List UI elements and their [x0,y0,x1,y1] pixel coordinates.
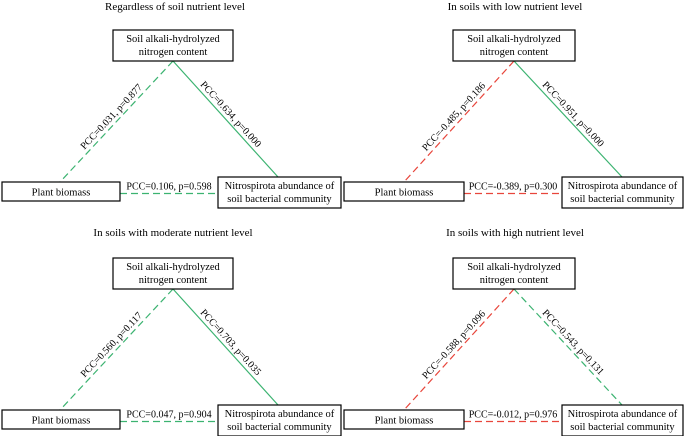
panel-3-soil-nitro-label: PCC=0.703, p=0.035 [198,307,263,378]
panel-2-nitro-node: Nitrospirota abundance of soil bacterial … [561,176,684,209]
panel-3-plant-node-text: Plant biomass [32,416,91,427]
panel-3-soil-node-text-1: Soil alkali-hydrolyzed [126,262,220,273]
panel-1-soil-plant-line [59,60,174,183]
panel-3-soil-node-text-2: nitrogen content [139,275,208,286]
panel-1-plant-nitro-label: PCC=0.106, p=0.598 [126,182,211,193]
panel-4-soil-plant-label: PCC=-0.588, p=0.096 [420,309,488,382]
panel-1-soil-plant-label: PCC=0.031, p=0.877 [79,82,145,152]
panel-2-nitro-node-text-1: Nitrospirota abundance of [568,181,678,192]
panel-3-soil-plant-label: PCC=0.560, p=0.117 [79,310,145,379]
panel-3-plant-nitro-label: PCC=0.047, p=0.904 [126,410,211,421]
panel-3-soil-node-box [112,257,234,290]
panel-2-soil-node-box [452,29,576,62]
panel-4-nitro-node-text-1: Nitrospirota abundance of [568,409,678,420]
panel-1-soil-node-box [112,29,234,62]
panel-2-plant-node-box [343,181,465,202]
panel-1-plant-node-text: Plant biomass [32,188,91,199]
panel-1-plant-node-box [1,181,121,202]
panel-4-plant-node: Plant biomass [343,409,465,430]
panel-4-soil-node: Soil alkali-hydrolyzed nitrogen content [452,257,576,290]
panel-4-title: In soils with high nutrient level [446,227,584,239]
panel-3-nitro-node-text-2: soil bacterial community [227,422,332,433]
panel-2-nitro-node-text-2: soil bacterial community [570,194,675,205]
panel-1-soil-node: Soil alkali-hydrolyzed nitrogen content [112,29,234,62]
panel-2-soil-plant-line [403,60,515,183]
panel-2-soil-plant-label: PCC=-0.485, p=0.186 [420,81,488,154]
panel-3-nitro-node-text-1: Nitrospirota abundance of [225,409,335,420]
panel-4-soil-nitro-line [513,288,623,406]
panel-1-soil-nitro-line [172,60,279,178]
panel-3-plant-node-box [1,409,121,430]
panel-2-soil-node-text-1: Soil alkali-hydrolyzed [467,34,561,45]
panel-3-soil-plant-line [59,288,174,411]
panel-3-title: In soils with moderate nutrient level [93,227,252,239]
panel-4-nitro-node-text-2: soil bacterial community [570,422,675,433]
panel-3-nitro-node: Nitrospirota abundance of soil bacterial … [217,404,342,436]
panel-4-plant-nitro-label: PCC=-0.012, p=0.976 [469,410,558,421]
panel-4-soil-nitro-label: PCC=0.543, p=0.131 [540,308,606,378]
panel-2-plant-node-text: Plant biomass [375,188,434,199]
panel-1-soil-nitro-label: PCC=0.634, p=0.000 [198,79,263,150]
panel-4-soil-node-box [452,257,576,290]
panel-2-plant-node: Plant biomass [343,181,465,202]
panel-4-plant-node-box [343,409,465,430]
panel-4-nitro-node: Nitrospirota abundance of soil bacterial … [561,404,684,436]
panel-1-nitro-node-text-2: soil bacterial community [227,194,332,205]
panel-1-nitro-node-text-1: Nitrospirota abundance of [225,181,335,192]
panel-2-soil-nitro-line [513,60,623,178]
panel-3-plant-node: Plant biomass [1,409,121,430]
panel-1-nitro-node-box [217,176,342,209]
panel-3-soil-node: Soil alkali-hydrolyzed nitrogen content [112,257,234,290]
panel-1-soil-node-text-1: Soil alkali-hydrolyzed [126,34,220,45]
panel-2-title: In soils with low nutrient level [448,1,583,13]
panel-2-nitro-node-box [561,176,684,209]
panel-2-soil-node: Soil alkali-hydrolyzed nitrogen content [452,29,576,62]
panel-4-plant-node-text: Plant biomass [375,416,434,427]
panel-4-nitro-node-box [561,404,684,436]
panel-3-nitro-node-box [217,404,342,436]
panel-4-soil-node-text-2: nitrogen content [480,275,549,286]
panel-2-soil-nitro-label: PCC=0.951, p=0.000 [540,80,606,150]
panel-1-nitro-node: Nitrospirota abundance of soil bacterial … [217,176,342,209]
panel-2-soil-node-text-2: nitrogen content [480,47,549,58]
panel-4-soil-node-text-1: Soil alkali-hydrolyzed [467,262,561,273]
panel-2-plant-nitro-label: PCC=-0.389, p=0.300 [469,182,558,193]
panel-1-soil-node-text-2: nitrogen content [139,47,208,58]
panel-3-soil-nitro-line [172,288,279,406]
panel-1-plant-node: Plant biomass [1,181,121,202]
panel-1-title: Regardless of soil nutrient level [105,1,245,13]
panel-4-soil-plant-line [403,288,515,411]
